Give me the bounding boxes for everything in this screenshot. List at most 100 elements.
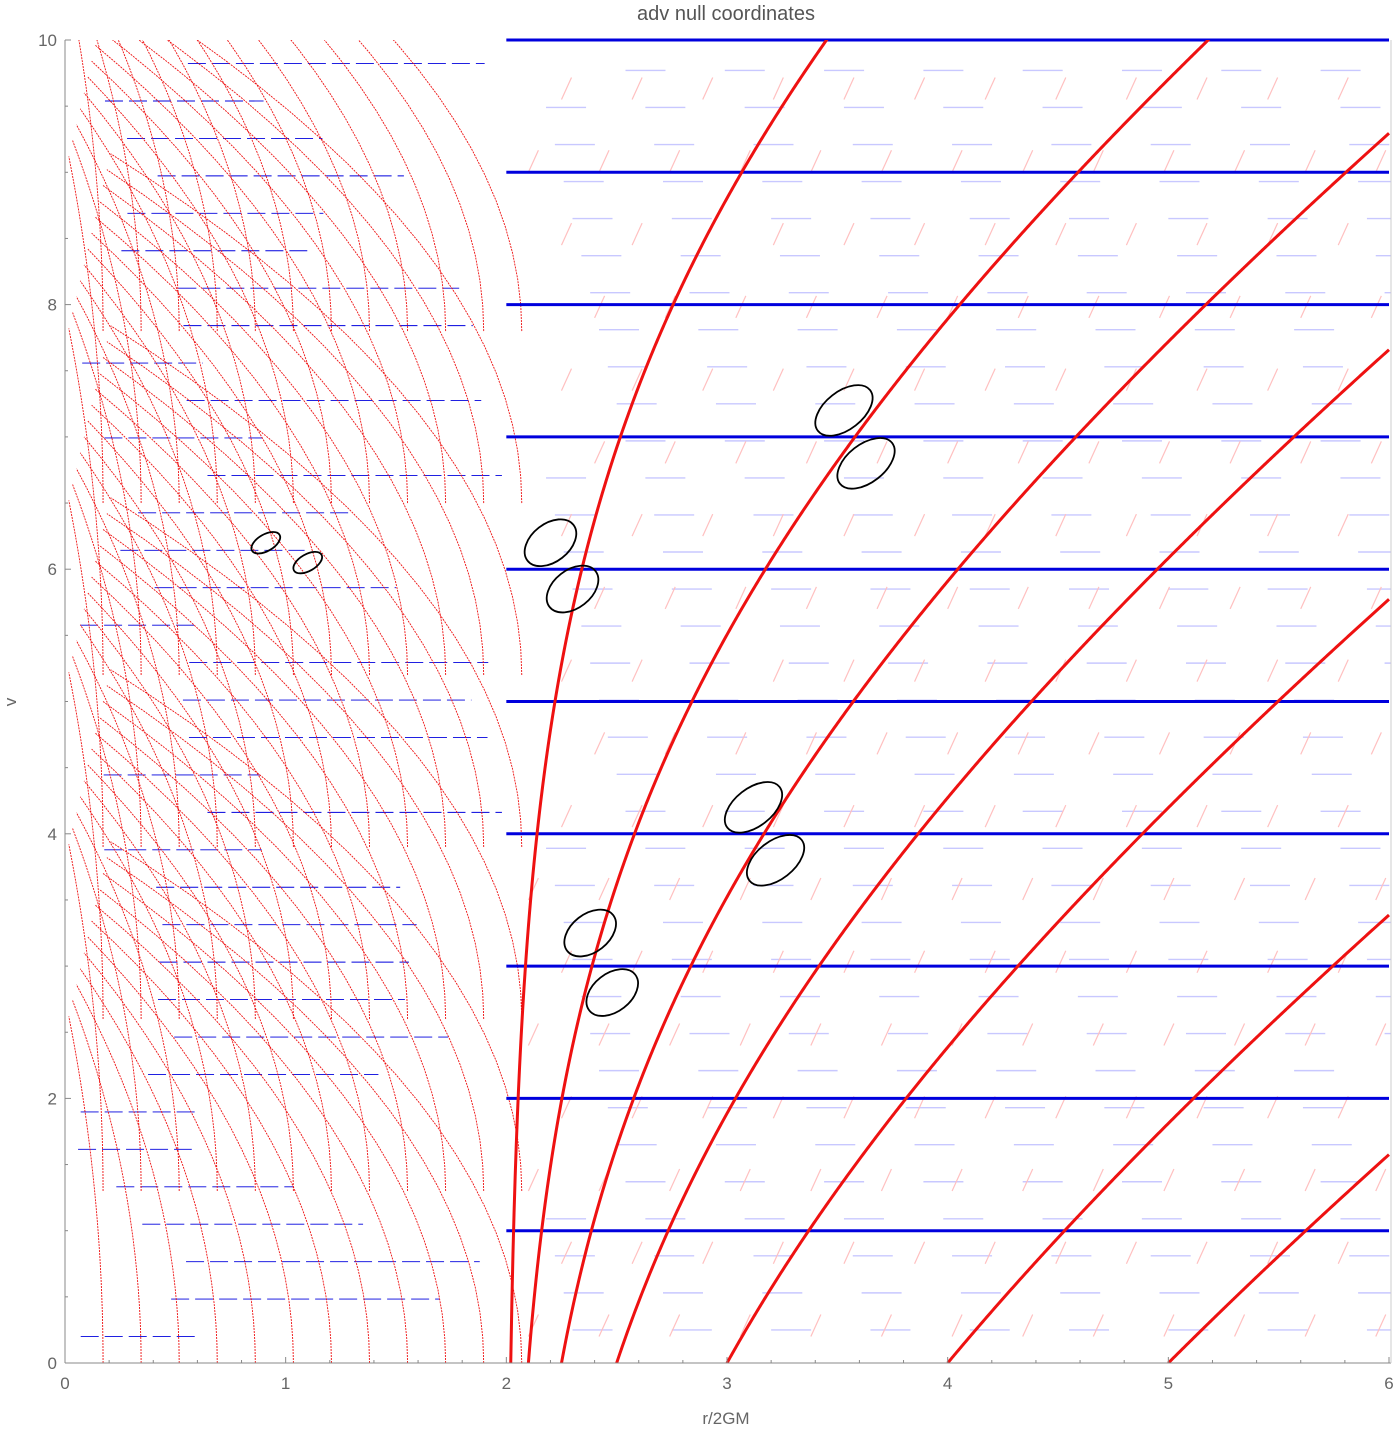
field-arrow-red <box>735 586 747 610</box>
field-arrow-red <box>560 513 573 537</box>
field-arrow-red <box>1196 1241 1208 1265</box>
field-arrow-red <box>1267 1241 1279 1265</box>
interior-curve <box>87 76 294 504</box>
interior-curve <box>166 40 485 504</box>
field-arrow-red <box>951 1168 963 1192</box>
interior-curve <box>98 889 409 1363</box>
field-arrow-red <box>1092 1314 1104 1337</box>
field-arrow-red <box>1125 222 1137 246</box>
field-arrow-red <box>594 295 606 319</box>
field-arrow-red <box>631 222 643 246</box>
field-arrow-red <box>984 1241 996 1265</box>
outgoing-null-curves <box>509 40 1391 1363</box>
interior-curve <box>95 904 370 1363</box>
y-tick-label: 8 <box>48 296 57 315</box>
field-arrow-red <box>631 1095 643 1119</box>
field-arrow-red <box>951 877 963 901</box>
field-arrow-red <box>1022 1023 1034 1046</box>
interior-curve <box>72 828 142 1192</box>
y-tick-label: 4 <box>48 825 57 844</box>
interior-curve <box>83 780 256 1192</box>
field-arrow-red <box>1088 441 1100 464</box>
field-arrow-red <box>984 222 996 246</box>
interior-curve <box>78 40 104 332</box>
field-arrow-red <box>1337 77 1349 100</box>
interior-curve <box>91 404 332 848</box>
interior-curve <box>76 812 180 1192</box>
field-arrow-red <box>1125 77 1137 100</box>
y-axis-label: v <box>1 697 20 706</box>
interior-curve <box>258 40 370 332</box>
field-arrow-red <box>1375 150 1387 173</box>
field-arrow-red <box>1055 1241 1067 1265</box>
field-arrow-red <box>1196 222 1208 246</box>
field-arrow-red <box>1267 659 1279 682</box>
interior-curve <box>68 500 104 848</box>
interior-curve <box>79 968 218 1363</box>
field-arrow-red <box>560 222 573 246</box>
outgoing-curve <box>560 132 1391 1363</box>
interior-curve <box>110 153 523 676</box>
field-arrow-red <box>951 1314 963 1337</box>
x-tick-label: 1 <box>281 1374 290 1393</box>
interior-curve <box>79 624 218 1020</box>
field-arrow-red <box>631 1241 643 1265</box>
field-arrow-red <box>1088 295 1100 319</box>
field-arrow-red <box>1267 950 1279 973</box>
field-arrow-red <box>598 1314 610 1337</box>
interior-curve <box>323 40 447 332</box>
interior-curve <box>106 685 485 1192</box>
field-arrow-red <box>527 1023 539 1046</box>
field-arrow-red <box>1055 804 1067 828</box>
interior-curve <box>102 701 447 1192</box>
x-tick-label: 4 <box>943 1374 952 1393</box>
interior-curve <box>68 1016 104 1363</box>
field-arrow-red <box>1375 1168 1387 1192</box>
interior-curve <box>98 545 409 1020</box>
interior-curve <box>91 920 332 1363</box>
field-arrow-red <box>772 659 784 682</box>
interior-curve <box>68 156 104 504</box>
light-cone-ellipse <box>250 531 282 555</box>
interior-curve <box>96 40 142 332</box>
light-cone-ellipse <box>746 834 806 887</box>
field-arrow-red <box>1300 441 1312 464</box>
x-tick-label: 6 <box>1384 1374 1393 1393</box>
field-arrow-red <box>880 1314 893 1337</box>
y-tick-label: 10 <box>38 31 57 50</box>
field-arrow-red <box>914 222 926 246</box>
field-arrow-red <box>810 1023 822 1046</box>
field-arrow-red <box>1337 1095 1349 1119</box>
interior-curve <box>95 216 370 676</box>
interior-curve <box>79 452 218 848</box>
interior-curve <box>83 92 256 504</box>
field-arrow-red <box>1163 1023 1175 1046</box>
interior-curve <box>138 40 447 504</box>
field-arrow-red <box>1088 732 1100 755</box>
field-arrow-red <box>1158 441 1171 464</box>
field-arrow-red <box>1267 804 1279 828</box>
field-arrow-red <box>598 877 610 901</box>
field-arrow-red <box>772 513 784 537</box>
field-arrow-red <box>805 732 817 755</box>
field-arrow-red <box>843 513 855 537</box>
interior-curve <box>87 936 294 1363</box>
interior-curve <box>83 952 256 1363</box>
field-arrow-red <box>1233 1168 1246 1192</box>
field-arrow-red <box>984 368 996 391</box>
interior-curve <box>72 484 142 848</box>
field-arrow-red <box>1267 368 1279 391</box>
field-arrow-red <box>598 1023 610 1046</box>
interior-curve <box>87 248 294 676</box>
interior-curve <box>357 40 485 332</box>
field-arrow-red <box>1017 441 1029 464</box>
field-arrow-red <box>772 222 784 246</box>
field-arrow-red <box>739 1023 751 1046</box>
field-arrow-red <box>1125 1241 1137 1265</box>
field-arrow-red <box>1300 732 1312 755</box>
field-arrow-red <box>1267 222 1279 246</box>
outgoing-curve <box>615 348 1391 1363</box>
field-arrow-red <box>876 732 888 755</box>
interior-curves <box>68 40 523 1363</box>
